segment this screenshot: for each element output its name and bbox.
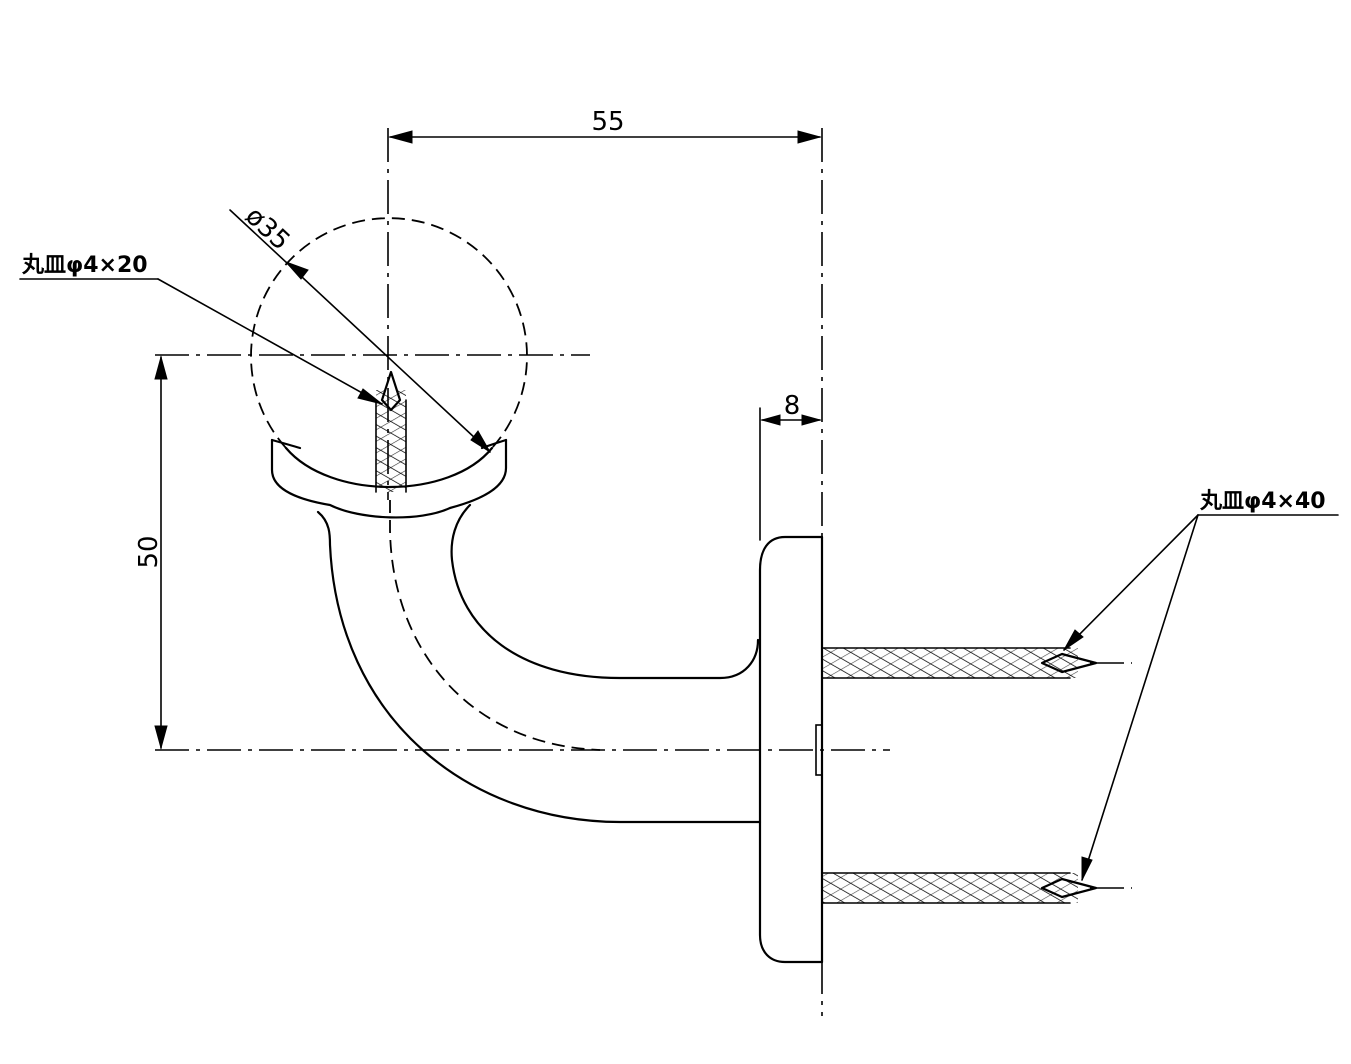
- dim-55-arrow-right: [797, 130, 822, 144]
- hook-arm-outer: [316, 510, 762, 824]
- dim-diameter-text: ø35: [239, 201, 295, 256]
- dim-diameter-line: [229, 209, 491, 453]
- dim-50-arrow-top: [154, 355, 168, 380]
- dim-50-arrow-bottom: [154, 725, 168, 750]
- wall-plate-notch: [815, 724, 823, 776]
- callout-large-screw-leader-upper: [1063, 514, 1199, 651]
- callout-large-screw-arrow-upper: [1063, 629, 1084, 651]
- lower-large-screw: [821, 872, 1098, 904]
- wall-plate: [758, 535, 824, 964]
- dim-8-arrow-left: [760, 414, 781, 426]
- callout-small-screw-arrow: [357, 388, 383, 405]
- callout-large-screw-arrow-lower: [1081, 856, 1093, 881]
- small-screw-hatch-cross: [376, 390, 406, 492]
- small-screw-tip: [380, 370, 402, 412]
- ball-seat-inner: [270, 438, 508, 450]
- callout-large-screw-leader-lower: [1081, 514, 1199, 881]
- dim-diameter-arrow-top: [285, 261, 309, 280]
- dim-55-text: 55: [591, 107, 624, 137]
- callout-small-screw-leader: [157, 278, 383, 405]
- dim-diameter-arrow-bottom: [470, 430, 491, 453]
- upper-large-screw: [821, 647, 1098, 679]
- dim-8-text: 8: [784, 391, 801, 421]
- callout-large-screw-text: 丸皿φ4×40: [1199, 489, 1326, 514]
- callout-small-screw-text: 丸皿φ4×20: [21, 253, 148, 278]
- hook-cup: [270, 438, 508, 519]
- dim-8-arrow-right: [801, 414, 822, 426]
- dim-50-text: 50: [134, 535, 164, 568]
- hook-arm-centerline: [389, 500, 601, 751]
- hook-arm-inner: [450, 503, 760, 680]
- dim-55-arrow-left: [388, 130, 413, 144]
